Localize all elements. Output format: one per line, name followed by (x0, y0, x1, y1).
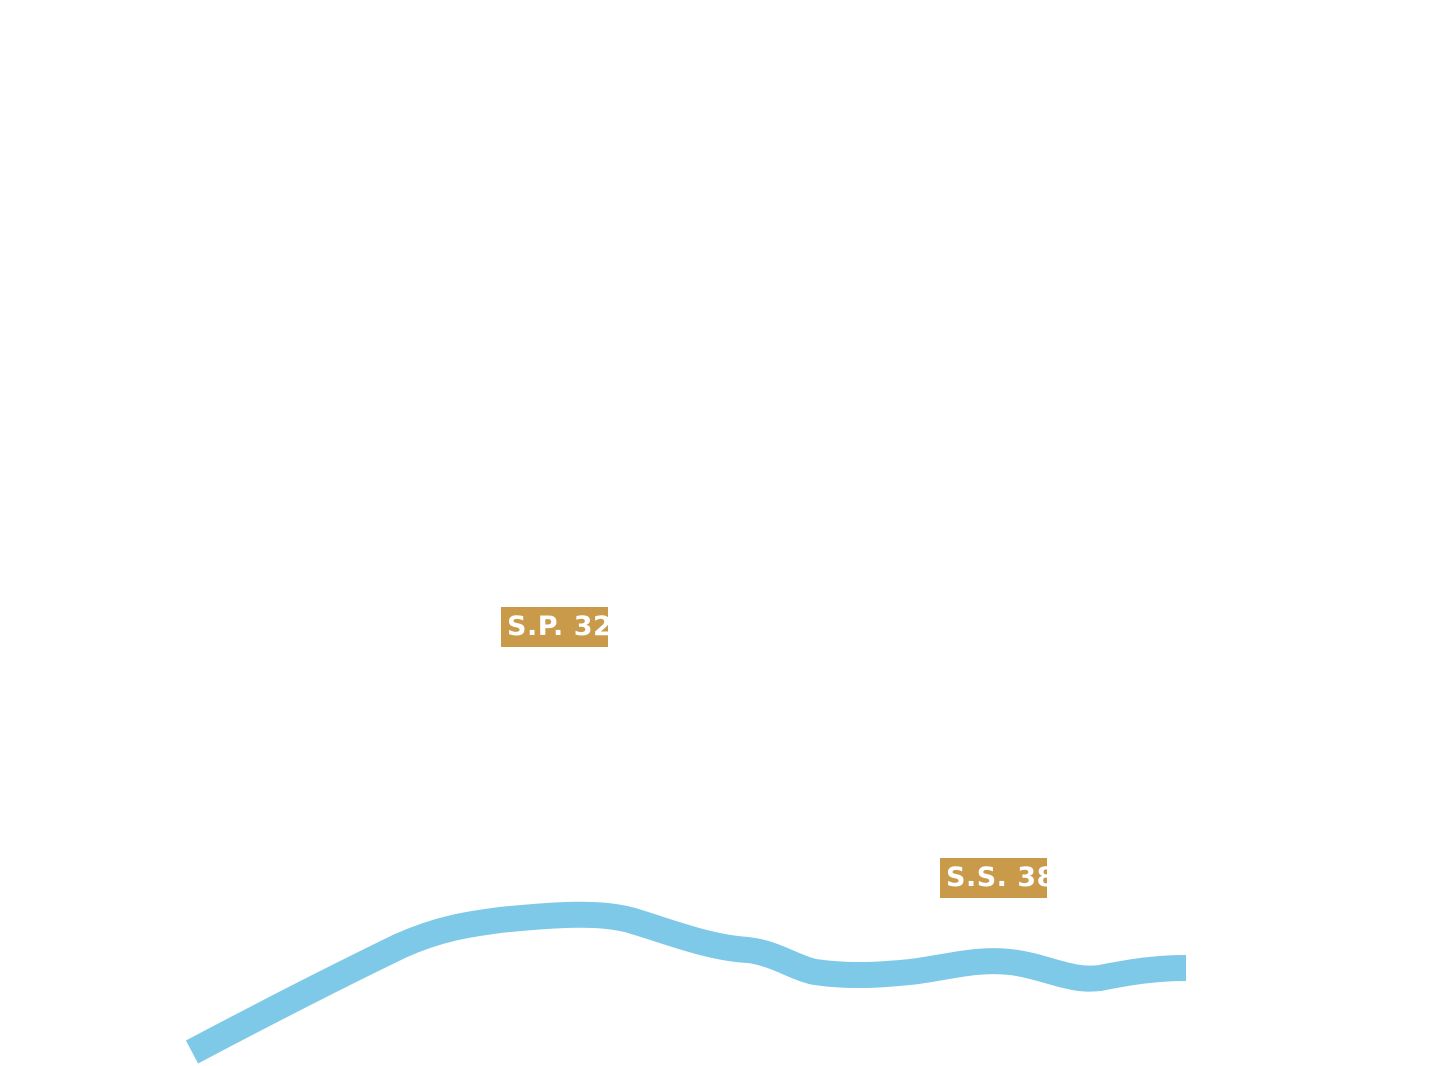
road-label-ss-38: S.S. 38 (940, 858, 1055, 898)
road-label-sp-32: S.P. 32 (501, 607, 612, 647)
road-label-text: S.P. 32 (507, 611, 613, 642)
road-label-text: S.S. 38 (946, 862, 1056, 893)
river-path (185, 901, 1187, 1064)
